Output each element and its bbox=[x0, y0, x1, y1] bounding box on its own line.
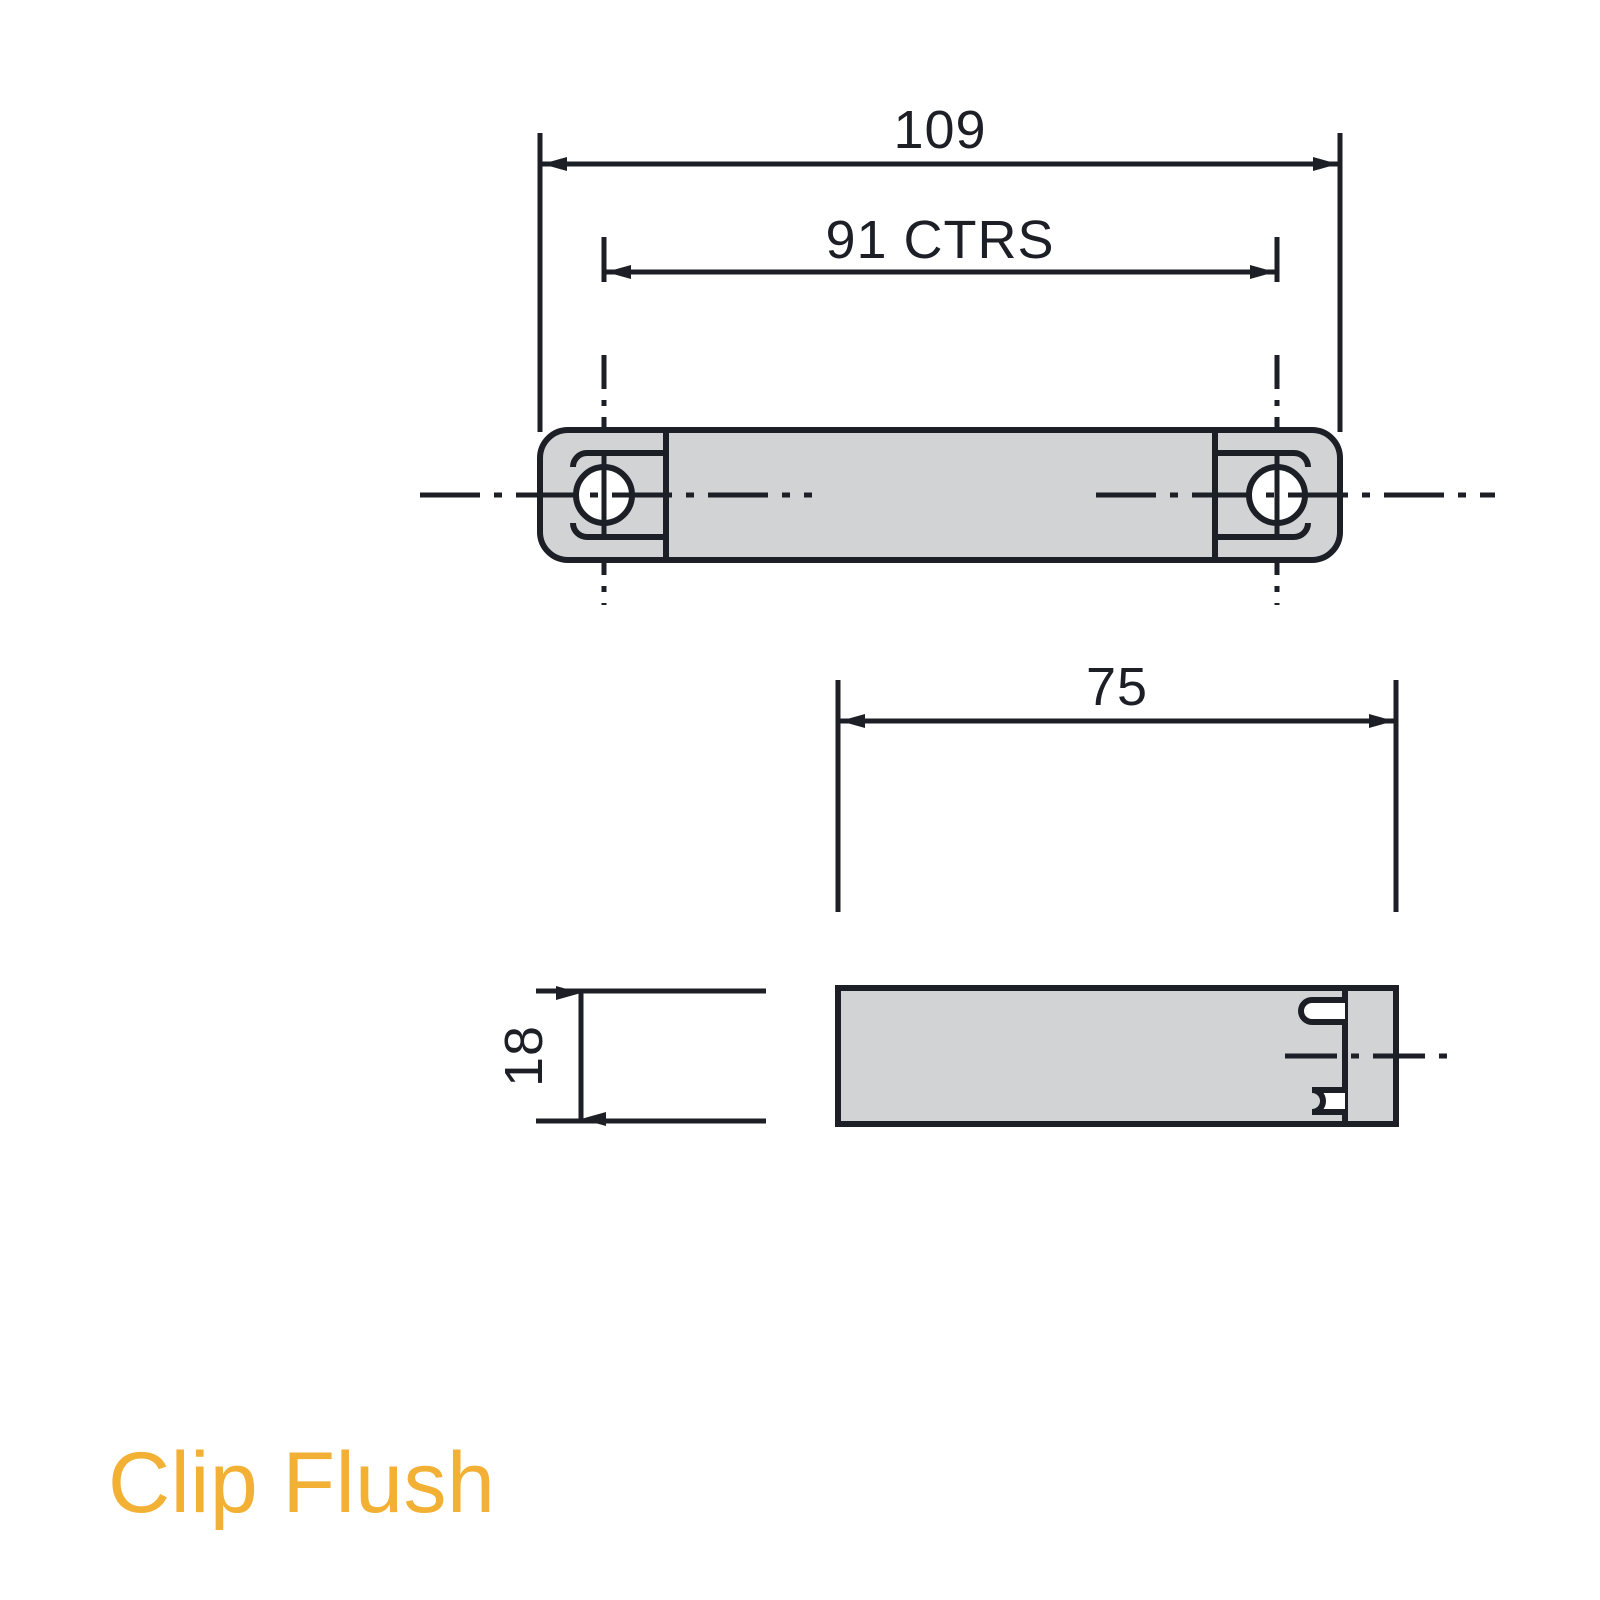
dimension-label-109: 109 bbox=[893, 100, 986, 160]
pocket-line-right-bottom bbox=[1215, 522, 1311, 540]
clip-notch-top bbox=[1298, 997, 1345, 1025]
pocket-line-left-top bbox=[570, 450, 666, 468]
dimension-label-18: 18 bbox=[494, 1025, 554, 1087]
pocket-line-left-bottom bbox=[570, 522, 666, 540]
hole-crosshairs bbox=[601, 455, 1280, 535]
side-view bbox=[835, 985, 1450, 1127]
page-title: Clip Flush bbox=[108, 1435, 495, 1531]
pocket-line-right-top bbox=[1215, 450, 1311, 468]
dimension-side-height: 18 bbox=[494, 986, 766, 1126]
dimension-hole-centres: 91 CTRS bbox=[601, 210, 1280, 282]
clip-notch-bottom bbox=[1311, 1087, 1345, 1115]
dimension-label-91-ctrs: 91 CTRS bbox=[825, 210, 1054, 270]
dimension-side-length: 75 bbox=[835, 657, 1399, 912]
dimension-label-75: 75 bbox=[1086, 657, 1148, 717]
dimension-overall-length: 109 bbox=[537, 100, 1343, 432]
